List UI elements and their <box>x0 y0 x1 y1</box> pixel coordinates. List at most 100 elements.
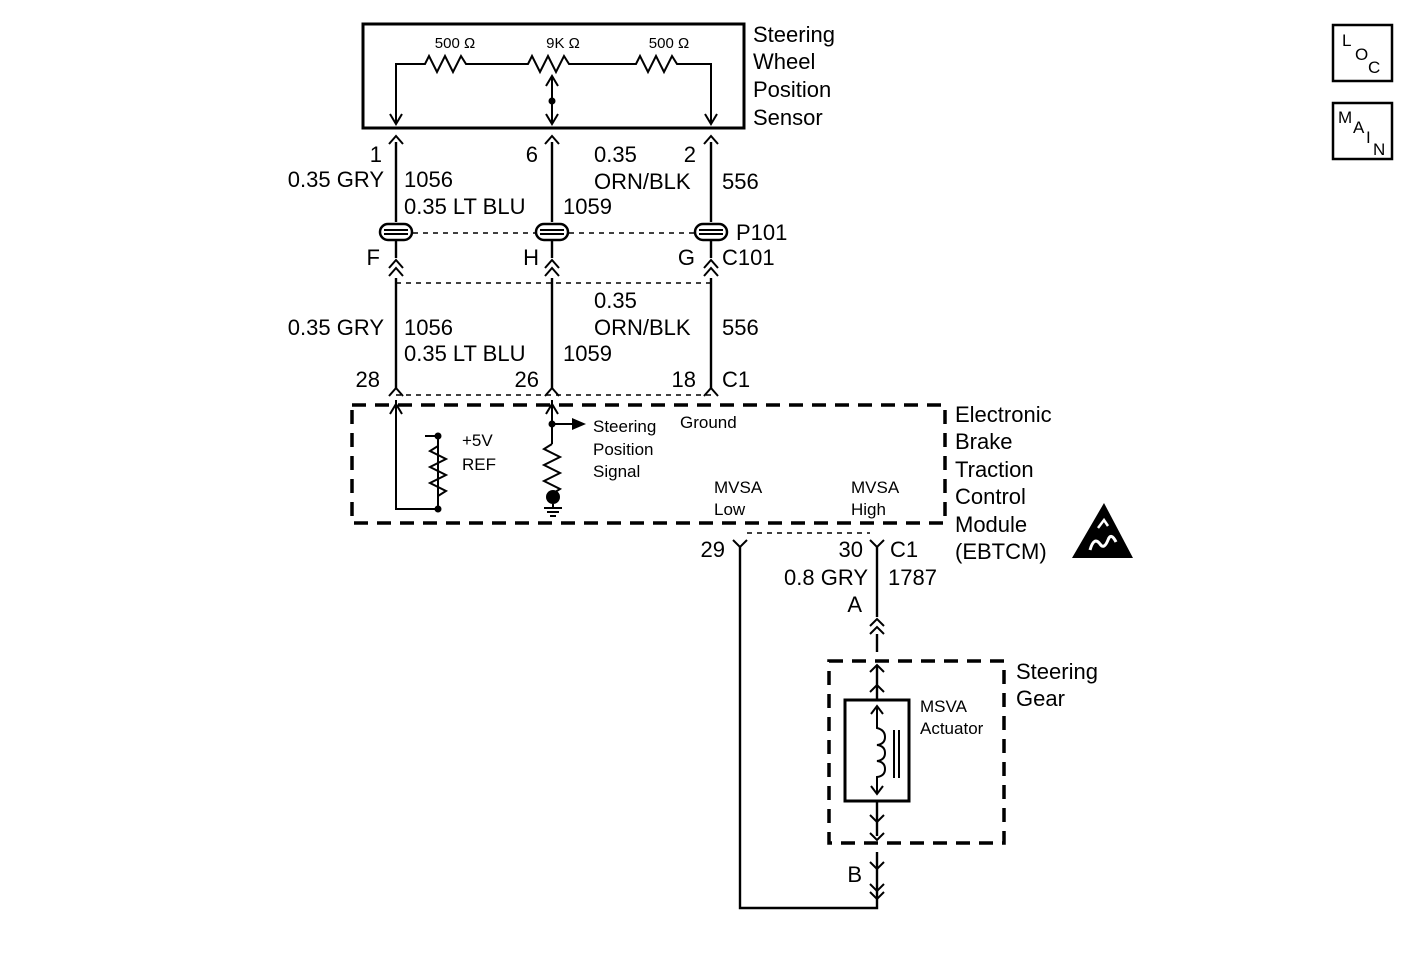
upper-right-color: ORN/BLK <box>594 169 691 194</box>
sensor-box <box>361 22 746 130</box>
actuator-core <box>893 730 900 778</box>
sensor-terminal-arrows <box>389 113 718 126</box>
ebtcm-module: +5V REF Steering Position Signal Ground … <box>350 400 1052 564</box>
connector-c101-label: C101 <box>722 245 775 270</box>
connector-pin-h: H <box>523 245 539 270</box>
lower-left-gauge-color: 0.35 GRY <box>288 315 385 340</box>
lower-middle-circuit: 1059 <box>563 341 612 366</box>
signal-arrow-icon <box>572 418 586 430</box>
ebtcm-signal-node <box>548 420 556 428</box>
main-letter-i: I <box>1366 128 1371 147</box>
ebtcm-pin-30: 30 <box>839 537 863 562</box>
ebtcm-mvsa-low-line-1: MVSA <box>714 478 763 497</box>
resistor-right-label: 500 Ω <box>649 35 689 52</box>
ebtcm-ref-line-2: REF <box>462 455 496 474</box>
sensor-name-line-4: Sensor <box>753 105 823 130</box>
ebtcm-name-line-1: Electronic <box>955 402 1052 427</box>
inline-connector-c101: F H G P101 C101 <box>367 220 787 284</box>
ebtcm-pin-26: 26 <box>515 367 539 392</box>
steering-gear-bottom-chevrons <box>869 814 885 842</box>
connector-c101-stubs <box>394 240 713 258</box>
steering-gear-name-line-1: Steering <box>1016 659 1098 684</box>
upper-right-gauge: 0.35 <box>594 142 637 167</box>
actuator-label-line-1: MSVA <box>920 697 968 716</box>
ebtcm-mvsa-high-line-2: High <box>851 500 886 519</box>
actuator-wire-gauge-color: 0.8 GRY <box>784 565 868 590</box>
connector-f-lines <box>384 229 408 235</box>
steering-gear-dashed-box <box>827 659 1006 845</box>
connector-pin-f: F <box>367 245 380 270</box>
ebtcm-signal-resistor <box>541 443 563 495</box>
ebtcm-mvsa-low-line-2: Low <box>714 500 746 519</box>
ebtcm-signal-line-1: Steering <box>593 417 656 436</box>
ebtcm-ref-resistor <box>427 445 449 497</box>
steering-gear-name-line-2: Gear <box>1016 686 1065 711</box>
connector-h-lines <box>540 229 564 235</box>
ebtcm-mvsa-high-line-1: MVSA <box>851 478 900 497</box>
ebtcm-ref-node <box>434 432 442 440</box>
ebtcm-ref-circuit <box>389 400 439 510</box>
upper-wires <box>394 142 713 222</box>
ebtcm-name-line-3: Traction <box>955 457 1034 482</box>
main-letter-a: A <box>1353 118 1365 137</box>
ebtcm-ref-bottom-node <box>434 505 442 513</box>
connector-h-body <box>534 222 570 242</box>
main-letter-m: M <box>1338 108 1352 127</box>
ebtcm-signal-line-3: Signal <box>593 462 640 481</box>
loc-letter-o: O <box>1355 45 1368 64</box>
ebtcm-name-line-6: (EBTCM) <box>955 539 1047 564</box>
connector-a-chevrons <box>869 617 885 635</box>
main-button[interactable]: M A I N <box>1331 101 1394 161</box>
upper-right-circuit: 556 <box>722 169 759 194</box>
sensor-pin-6: 6 <box>526 142 538 167</box>
sensor-pin-2: 2 <box>684 142 696 167</box>
upper-left-circuit: 1056 <box>404 167 453 192</box>
sensor-name-line-1: Steering <box>753 22 835 47</box>
ebtcm-pin-28: 28 <box>356 367 380 392</box>
actuator-terminal-arrows <box>870 704 884 796</box>
connector-f-body <box>378 222 414 242</box>
ebtcm-signal-line-2: Position <box>593 440 653 459</box>
connector-g-lines <box>699 229 723 235</box>
wiper-dot <box>548 97 556 105</box>
upper-middle-gauge-color: 0.35 LT BLU <box>404 194 525 219</box>
ebtcm-name-line-4: Control <box>955 484 1026 509</box>
connector-g-body <box>693 222 729 242</box>
ebtcm-dashed-box <box>350 403 947 525</box>
steering-gear-pin-b: B <box>847 862 862 887</box>
ground-icon <box>544 504 562 517</box>
connector-pin-g: G <box>678 245 695 270</box>
lower-right-color: ORN/BLK <box>594 315 691 340</box>
lower-middle-gauge-color: 0.35 LT BLU <box>404 341 525 366</box>
ebtcm-ground-node <box>546 490 560 504</box>
loc-button[interactable]: L O C <box>1331 23 1394 83</box>
sensor-connector-chevrons <box>388 134 719 145</box>
lower-wires <box>394 278 713 388</box>
upper-left-gauge-color: 0.35 GRY <box>288 167 385 192</box>
resistor-left-label: 500 Ω <box>435 35 475 52</box>
ebtcm-pin-18: 18 <box>672 367 696 392</box>
main-letter-n: N <box>1373 140 1385 159</box>
connector-c101-chevrons <box>388 258 719 277</box>
mvsa-low-wire <box>738 547 879 910</box>
steering-gear: MSVA Actuator Steering Gear <box>827 659 1098 845</box>
resistor-network <box>395 53 712 122</box>
ebtcm-pin-29: 29 <box>701 537 725 562</box>
loc-letter-l: L <box>1342 31 1351 50</box>
sensor-name-line-3: Position <box>753 77 831 102</box>
lower-right-circuit: 556 <box>722 315 759 340</box>
actuator-wire-circuit: 1787 <box>888 565 937 590</box>
ebtcm-name-line-2: Brake <box>955 429 1012 454</box>
actuator-label-line-2: Actuator <box>920 719 984 738</box>
lower-right-gauge: 0.35 <box>594 288 637 313</box>
resistor-middle-label: 9K Ω <box>546 35 580 52</box>
sensor-pin-1: 1 <box>370 142 382 167</box>
ebtcm-bottom-connector-label: C1 <box>890 537 918 562</box>
sensor-name-line-2: Wheel <box>753 49 815 74</box>
ebtcm-ref-line-1: +5V <box>462 431 493 450</box>
steering-gear-pin-a: A <box>847 592 862 617</box>
ebtcm-name-line-5: Module <box>955 512 1027 537</box>
ebtcm-ground-label: Ground <box>680 413 737 432</box>
actuator-coil-icon <box>876 708 887 794</box>
